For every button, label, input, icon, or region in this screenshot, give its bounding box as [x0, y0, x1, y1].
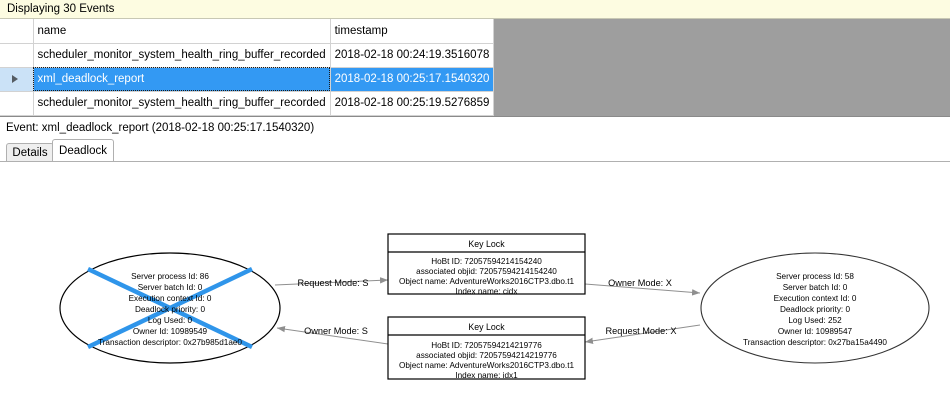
process-left-line-3: Deadlock priority: 0	[135, 305, 206, 314]
process-right-line-5: Owner Id: 10989547	[778, 327, 853, 336]
edge-label-owner-mode-x: Owner Mode: X	[608, 278, 672, 288]
edge-label-owner-mode-s: Owner Mode: S	[304, 326, 368, 336]
edge-label-request-mode-s: Request Mode: S	[298, 278, 369, 288]
tab-details[interactable]: Details	[6, 143, 54, 161]
tab-strip: Details Deadlock	[0, 139, 950, 161]
cell-timestamp[interactable]: 2018-02-18 00:24:19.3516078	[330, 43, 495, 68]
cell-name[interactable]: xml_deadlock_report	[33, 67, 331, 92]
header-row: name timestamp	[0, 19, 495, 44]
event-header-label: Event: xml_deadlock_report (2018-02-18 0…	[0, 118, 950, 139]
process-left-line-1: Server batch Id: 0	[138, 283, 203, 292]
edge-bottom-owned-by-left: Owner Mode: S	[276, 325, 389, 345]
resource-top-line-2: Object name: AdventureWorks2016CTP3.dbo.…	[399, 277, 575, 286]
deadlock-graph-svg: top key lock --> Request Mode: S right p…	[59, 233, 930, 380]
events-table: name timestamp scheduler_monitor_system_…	[0, 19, 495, 116]
deadlock-victim-x-icon	[87, 266, 253, 350]
process-right-line-1: Server batch Id: 0	[783, 283, 848, 292]
process-node-right[interactable]: Server process Id: 58 Server batch Id: 0…	[700, 252, 930, 364]
edge-right-requests-bottom: Request Mode: X	[584, 324, 701, 344]
process-left-line-5: Owner Id: 10989549	[133, 327, 208, 336]
row-pointer-icon	[12, 75, 18, 83]
cell-timestamp[interactable]: 2018-02-18 00:25:19.5276859	[330, 91, 495, 116]
process-right-line-3: Deadlock priority: 0	[780, 305, 851, 314]
resource-bottom-line-3: Index name: idx1	[455, 371, 518, 380]
table-body: scheduler_monitor_system_health_ring_buf…	[0, 43, 495, 116]
process-left-line-4: Log Used: 0	[148, 316, 193, 325]
process-left-line-2: Execution context Id: 0	[129, 294, 212, 303]
edge-label-request-mode-x: Request Mode: X	[606, 326, 677, 336]
cell-name[interactable]: scheduler_monitor_system_health_ring_buf…	[33, 43, 331, 68]
column-header-timestamp[interactable]: timestamp	[330, 19, 495, 44]
column-header-name[interactable]: name	[33, 19, 331, 44]
resource-bottom-line-0: HoBt ID: 72057594214219776	[431, 341, 542, 350]
resource-bottom-line-2: Object name: AdventureWorks2016CTP3.dbo.…	[399, 361, 575, 370]
resource-top-line-1: associated objid: 72057594214154240	[416, 267, 557, 276]
cell-name[interactable]: scheduler_monitor_system_health_ring_buf…	[33, 91, 331, 116]
process-left-line-6: Transaction descriptor: 0x27b985d1ae0	[98, 338, 242, 347]
resource-node-bottom[interactable]: Key Lock HoBt ID: 72057594214219776 asso…	[387, 316, 586, 380]
row-selector-cell[interactable]	[0, 43, 34, 68]
process-right-line-2: Execution context Id: 0	[774, 294, 857, 303]
resource-top-line-3: Index name: cidx	[456, 287, 518, 296]
resource-bottom-box[interactable]	[387, 316, 586, 380]
process-right-line-6: Transaction descriptor: 0x27ba15a4490	[743, 338, 887, 347]
events-count-banner: Displaying 30 Events	[0, 0, 950, 19]
process-node-left[interactable]: Server process Id: 86 Server batch Id: 0…	[59, 252, 281, 364]
process-left-line-0: Server process Id: 86	[131, 272, 209, 281]
resource-node-top[interactable]: Key Lock HoBt ID: 72057594214154240 asso…	[387, 233, 586, 296]
row-selector-cell[interactable]	[0, 67, 34, 92]
resource-bottom-line-1: associated objid: 72057594214219776	[416, 351, 557, 360]
process-right-line-4: Log Used: 252	[788, 316, 842, 325]
edge-top-owned-by-right: Owner Mode: X	[584, 278, 701, 296]
events-grid[interactable]: name timestamp scheduler_monitor_system_…	[0, 19, 950, 117]
resource-bottom-title: Key Lock	[468, 322, 505, 332]
edge-left-requests-top: Request Mode: S	[274, 277, 389, 288]
process-right-line-0: Server process Id: 58	[776, 272, 854, 281]
row-selector-cell[interactable]	[0, 91, 34, 116]
tab-deadlock[interactable]: Deadlock	[52, 139, 114, 161]
column-header-selector[interactable]	[0, 19, 34, 44]
process-ellipse-right[interactable]	[700, 252, 930, 364]
resource-top-line-0: HoBt ID: 72057594214154240	[431, 257, 542, 266]
resource-top-box[interactable]	[387, 233, 586, 295]
table-row[interactable]: scheduler_monitor_system_health_ring_buf…	[0, 43, 495, 68]
deadlock-graph-canvas[interactable]: top key lock --> Request Mode: S right p…	[0, 161, 950, 400]
table-row-selected[interactable]: xml_deadlock_report 2018-02-18 00:25:17.…	[0, 67, 495, 92]
resource-top-title: Key Lock	[468, 239, 505, 249]
cell-timestamp[interactable]: 2018-02-18 00:25:17.1540320	[330, 67, 495, 92]
table-row[interactable]: scheduler_monitor_system_health_ring_buf…	[0, 91, 495, 116]
table-header: name timestamp	[0, 19, 495, 44]
